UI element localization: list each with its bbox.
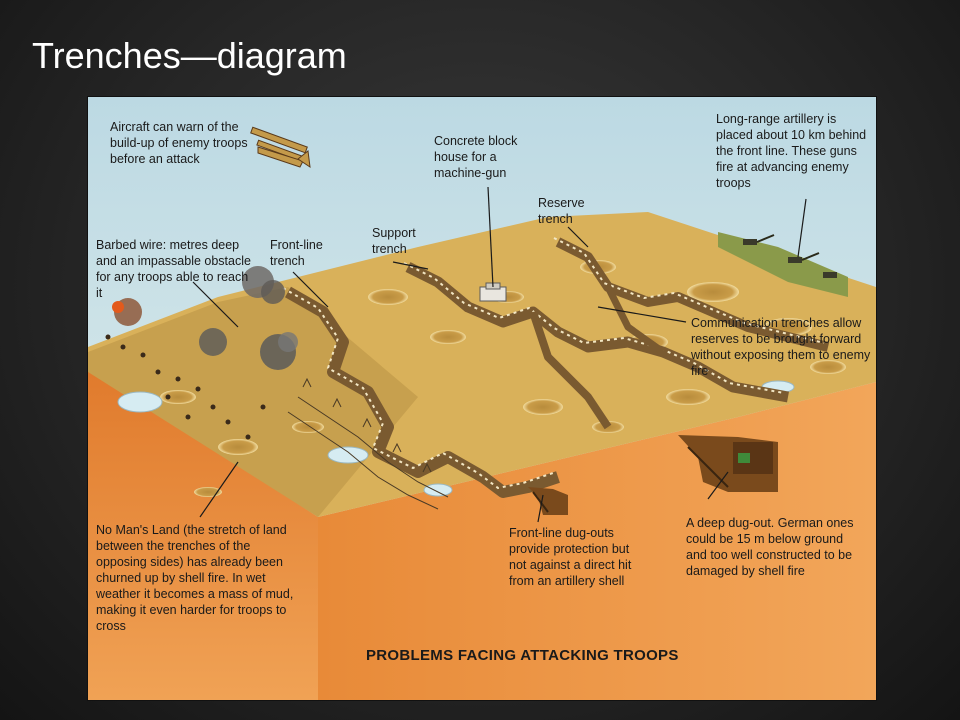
communication-trench [529,310,612,430]
support-trench-label: Support trench [372,226,416,256]
front-line-dugout [528,487,568,515]
deep-dugout-label: A deep dug-out. German ones could be 15 … [686,516,854,578]
concrete-block-house-label: Concrete block house for a machine-gun [434,134,518,180]
long-range-artillery-label: Long-range artillery is placed about 10 … [716,112,867,190]
aircraft-label: Aircraft can warn of the build-up of ene… [110,120,248,166]
earth-cross-section-front [88,367,318,700]
flooded-craters [117,380,795,497]
label-pointers [192,186,807,523]
barbed-wire-label: Barbed wire: metres deep and an impassab… [96,238,251,300]
front-line-trench-label: Front-line trench [270,238,323,268]
reserve-trench [555,237,830,352]
attacking-troops [105,334,266,440]
no-mans-land-label: No Man's Land (the stretch of land betwe… [96,523,294,633]
front-line-dugouts-label: Front-line dug-outs provide protection b… [509,526,632,588]
communication-trenches-label: Communication trenches allow reserves to… [691,316,871,378]
diagram-heading: PROBLEMS FACING ATTACKING TROOPS [366,647,679,664]
reserve-trench-label: Reserve trench [538,196,585,226]
shell-explosions [112,266,298,370]
trench-illustration [88,97,876,700]
deep-dugout [678,435,778,492]
communication-trench-rear [604,285,666,355]
trench-diagram: Aircraft can warn of the build-up of ene… [87,96,877,701]
slide-title: Trenches—diagram [32,35,347,76]
barbed-wire [287,377,449,510]
artillery-guns [718,232,848,297]
biplane [250,126,311,169]
front-line-trench [285,286,560,498]
